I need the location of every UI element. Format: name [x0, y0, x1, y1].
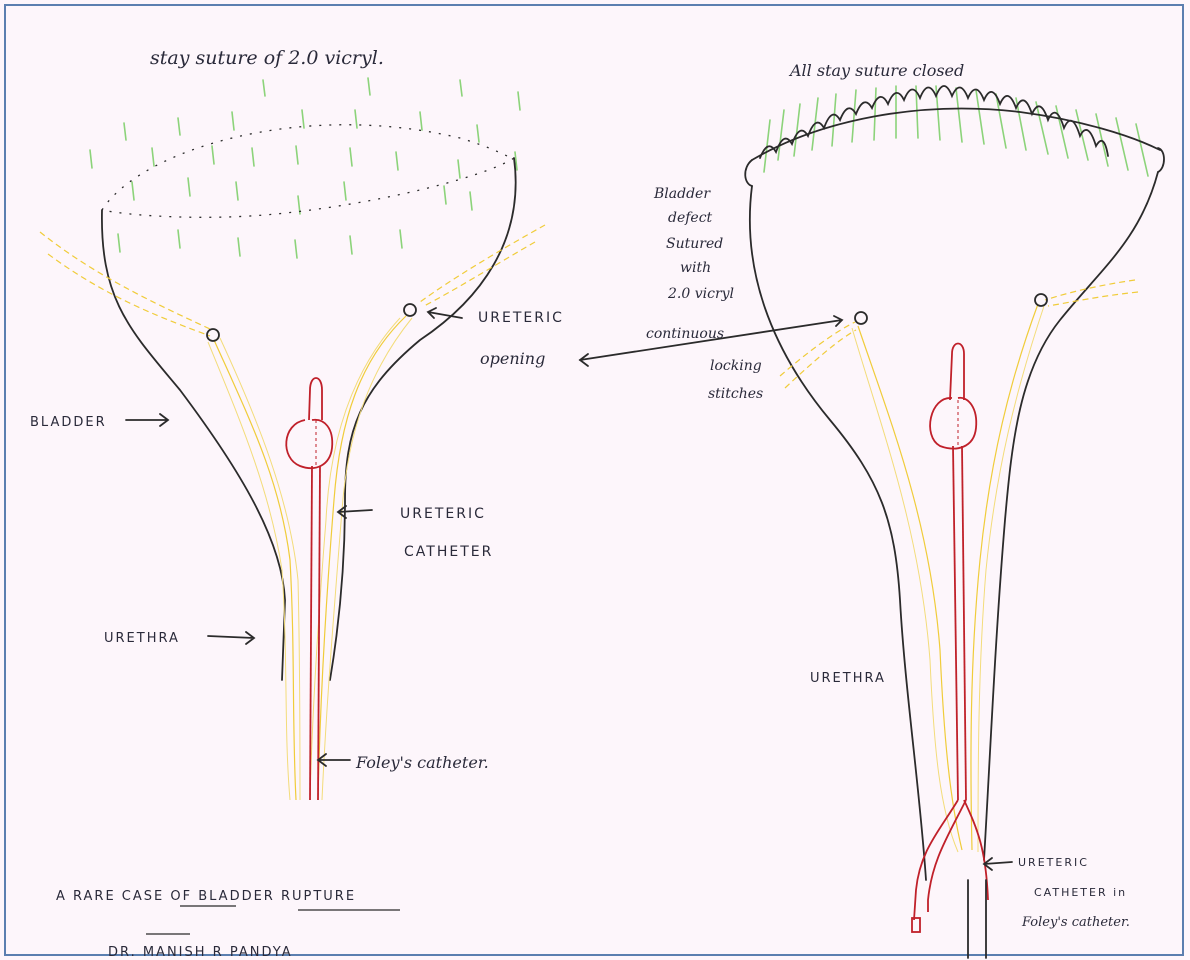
defect-line-1: Bladder: [653, 186, 711, 202]
ureteric-catheter-label-2: CATHETER: [404, 544, 493, 560]
right-diagram: [745, 86, 1164, 958]
urethra-left-label: URETHRA: [104, 631, 180, 646]
uif-line-2: CATHETER in: [1034, 886, 1127, 899]
opening-label: opening: [480, 349, 545, 368]
ureteric-opening-label: URETERIC: [478, 310, 564, 326]
uif-line-1: URETERIC: [1018, 856, 1089, 869]
bladder-label: BLADDER: [30, 415, 107, 430]
foleys-catheter-right: [912, 344, 988, 959]
ureteric-opening-right: [404, 304, 416, 316]
defect-line-7: locking: [710, 358, 762, 374]
all-stay-closed-label: All stay suture closed: [788, 61, 964, 80]
ureteric-in-foley-note: URETERIC CATHETER in Foley's catheter.: [1018, 856, 1130, 930]
defect-line-5: 2.0 vicryl: [667, 286, 734, 302]
defect-line-8: stitches: [708, 386, 763, 402]
left-diagram: [40, 78, 545, 800]
stay-suture-label: stay suture of 2.0 vicryl.: [150, 47, 384, 69]
uif-line-3: Foley's catheter.: [1021, 915, 1130, 930]
caption-author: DR. MANISH R PANDYA: [108, 945, 293, 960]
caption: A RARE CASE OF BLADDER RUPTURE DR. MANIS…: [56, 889, 400, 960]
ureteric-catheter-right-diagram: [780, 280, 1138, 852]
defect-line-2: defect: [668, 210, 713, 226]
defect-line-4: with: [680, 260, 711, 276]
stay-sutures-left: [90, 78, 520, 258]
defect-line-6: continuous: [646, 326, 724, 342]
urethra-right-label: URETHRA: [810, 671, 886, 686]
foleys-catheter-label: Foley's catheter.: [355, 753, 489, 772]
ureteric-catheter-label-1: URETERIC: [400, 506, 486, 522]
bladder-wall-left: [102, 210, 285, 680]
annotation-arrows: [126, 308, 1012, 870]
caption-title: A RARE CASE OF BLADDER RUPTURE: [56, 889, 356, 904]
defect-line-3: Sutured: [666, 236, 723, 252]
bladder-defect-note: Bladder defect Sutured with 2.0 vicryl c…: [646, 186, 763, 402]
stay-sutures-right: [764, 86, 1148, 176]
